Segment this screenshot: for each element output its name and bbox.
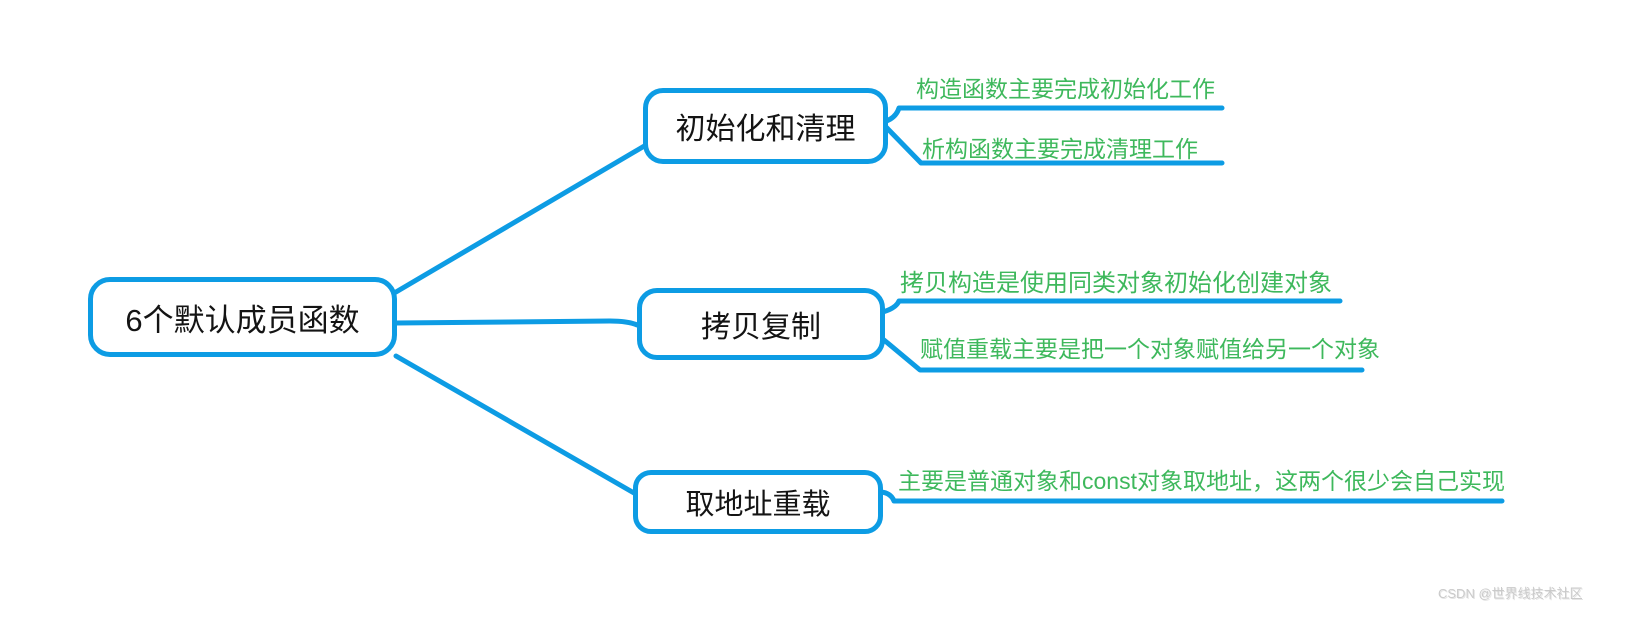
leaf-text-address-overload: 主要是普通对象和const对象取地址，这两个很少会自己实现 [898, 468, 1505, 494]
edge-branch2-leaf-2-underline [881, 337, 1365, 373]
leaf-text-destructor: 析构函数主要完成清理工作 [922, 136, 1198, 162]
csdn-watermark: CSDN @世界线技术社区 [1438, 586, 1583, 601]
leaf-text-assignment-overload: 赋值重载主要是把一个对象赋值给另一个对象 [920, 336, 1380, 362]
edge-root-to-branch-2 [393, 318, 640, 328]
branch-node-address-of: 取地址重载 [633, 470, 883, 534]
edge-branch1-leaf-1-underline [881, 105, 1225, 125]
root-node-label: 6个默认成员函数 [125, 302, 360, 338]
edge-root-to-branch-3 [393, 353, 637, 496]
edge-branch2-leaf-1-underline [880, 298, 1343, 315]
leaf-text-constructor: 构造函数主要完成初始化工作 [916, 76, 1215, 102]
branch-node-label: 初始化和清理 [675, 113, 856, 146]
edge-root-to-branch-1 [393, 142, 649, 295]
branch-node-label: 拷贝复制 [701, 311, 821, 344]
edge-branch1-leaf-2-underline [882, 123, 1225, 166]
branch-node-init-cleanup: 初始化和清理 [643, 88, 888, 164]
leaf-text-copy-constructor: 拷贝构造是使用同类对象初始化创建对象 [900, 270, 1332, 297]
root-node: 6个默认成员函数 [88, 277, 397, 357]
branch-node-label: 取地址重载 [685, 489, 831, 521]
branch-node-copy: 拷贝复制 [637, 288, 885, 360]
